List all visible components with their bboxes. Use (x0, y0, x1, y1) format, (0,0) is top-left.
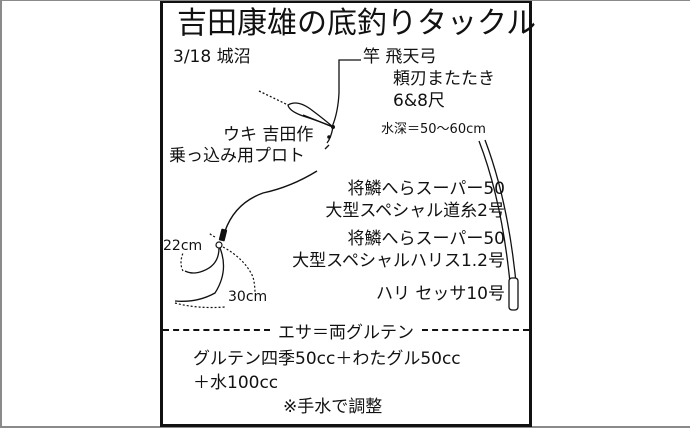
main-line-label-line2: 大型スペシャル道糸2号 (325, 201, 505, 221)
float-label-line1: ウキ 吉田作 (223, 125, 314, 145)
swivel-icon (215, 241, 223, 249)
main-line-label-line1: 将鱗へらスーパー50 (347, 179, 505, 199)
rod-callout-line (331, 59, 361, 128)
dashed-divider-left (163, 329, 270, 331)
leader-upper-dotted-2 (180, 252, 184, 272)
leader-length-upper: 22cm (163, 238, 203, 254)
leader-lower (174, 247, 225, 302)
line-upper (326, 126, 334, 144)
diagram-title: 吉田康雄の底釣りタックル (177, 6, 537, 41)
float-stop-icon (331, 125, 335, 129)
rod-label-line2: 頼刃またたき (393, 69, 495, 89)
float-top-dotted-line (258, 90, 289, 106)
hook-label: ハリ セッサ10号 (375, 284, 505, 304)
leader-lower-dotted (222, 246, 256, 294)
line-stop-icon (327, 135, 331, 139)
leader-label-line2: 大型スペシャルハリス1.2号 (292, 251, 505, 271)
bait-divider: エサ＝両グルテン (163, 319, 529, 343)
main-line (224, 170, 318, 232)
rod-label-line3: 6&8尺 (393, 91, 445, 111)
float-body-icon (287, 102, 334, 128)
leader-length-lower: 30cm (228, 289, 268, 305)
dashed-divider-right (422, 329, 529, 331)
water-depth-label: 水深＝50〜60cm (381, 122, 486, 137)
rod-label-line1: 竿 飛天弓 (363, 47, 437, 67)
float-pointer (324, 144, 330, 150)
leader-lower-dotted-2 (174, 302, 226, 309)
leader-label-line1: 将鱗へらスーパー50 (347, 229, 505, 249)
bait-recipe-line2: ＋水100cc (193, 373, 279, 393)
leader-upper-dotted (208, 232, 216, 238)
float-label-line2: 乗っ込み用プロト (169, 146, 305, 166)
date-location: 3/18 城沼 (173, 47, 251, 67)
rod-grip-icon (508, 277, 519, 311)
bait-note: ※手水で調整 (283, 397, 383, 417)
tackle-diagram-panel: 吉田康雄の底釣りタックル 3/18 城沼 竿 飛天弓 頼刃またたき 6&8尺 水… (160, 1, 536, 427)
sinker-icon (218, 228, 228, 242)
bait-recipe-line1: グルテン四季50cc＋わたグル50cc (193, 349, 461, 369)
bait-title: エサ＝両グルテン (278, 322, 414, 343)
